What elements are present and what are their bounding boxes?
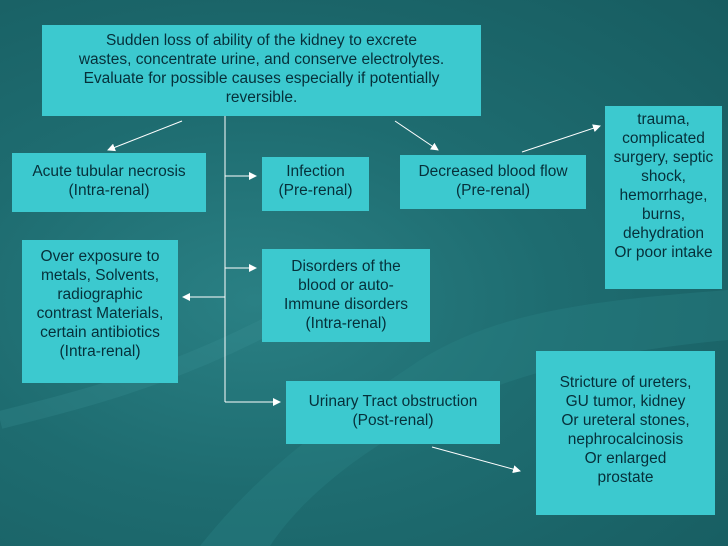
over-exposure-box: Over exposure to metals, Solvents, radio…: [22, 240, 178, 383]
decreased-blood-flow-box: Decreased blood flow (Pre-renal): [400, 155, 586, 209]
acute-tubular-necrosis-box: Acute tubular necrosis (Intra-renal): [12, 153, 206, 212]
infection-box: Infection (Pre-renal): [262, 157, 369, 211]
definition-box: Sudden loss of ability of the kidney to …: [42, 25, 481, 116]
blood-disorders-box: Disorders of the blood or auto- Immune d…: [262, 249, 430, 342]
urinary-tract-obstruction-box: Urinary Tract obstruction (Post-renal): [286, 381, 500, 444]
trauma-causes-box: trauma, complicated surgery, septic shoc…: [605, 106, 722, 289]
obstruction-causes-box: Stricture of ureters, GU tumor, kidney O…: [536, 351, 715, 515]
